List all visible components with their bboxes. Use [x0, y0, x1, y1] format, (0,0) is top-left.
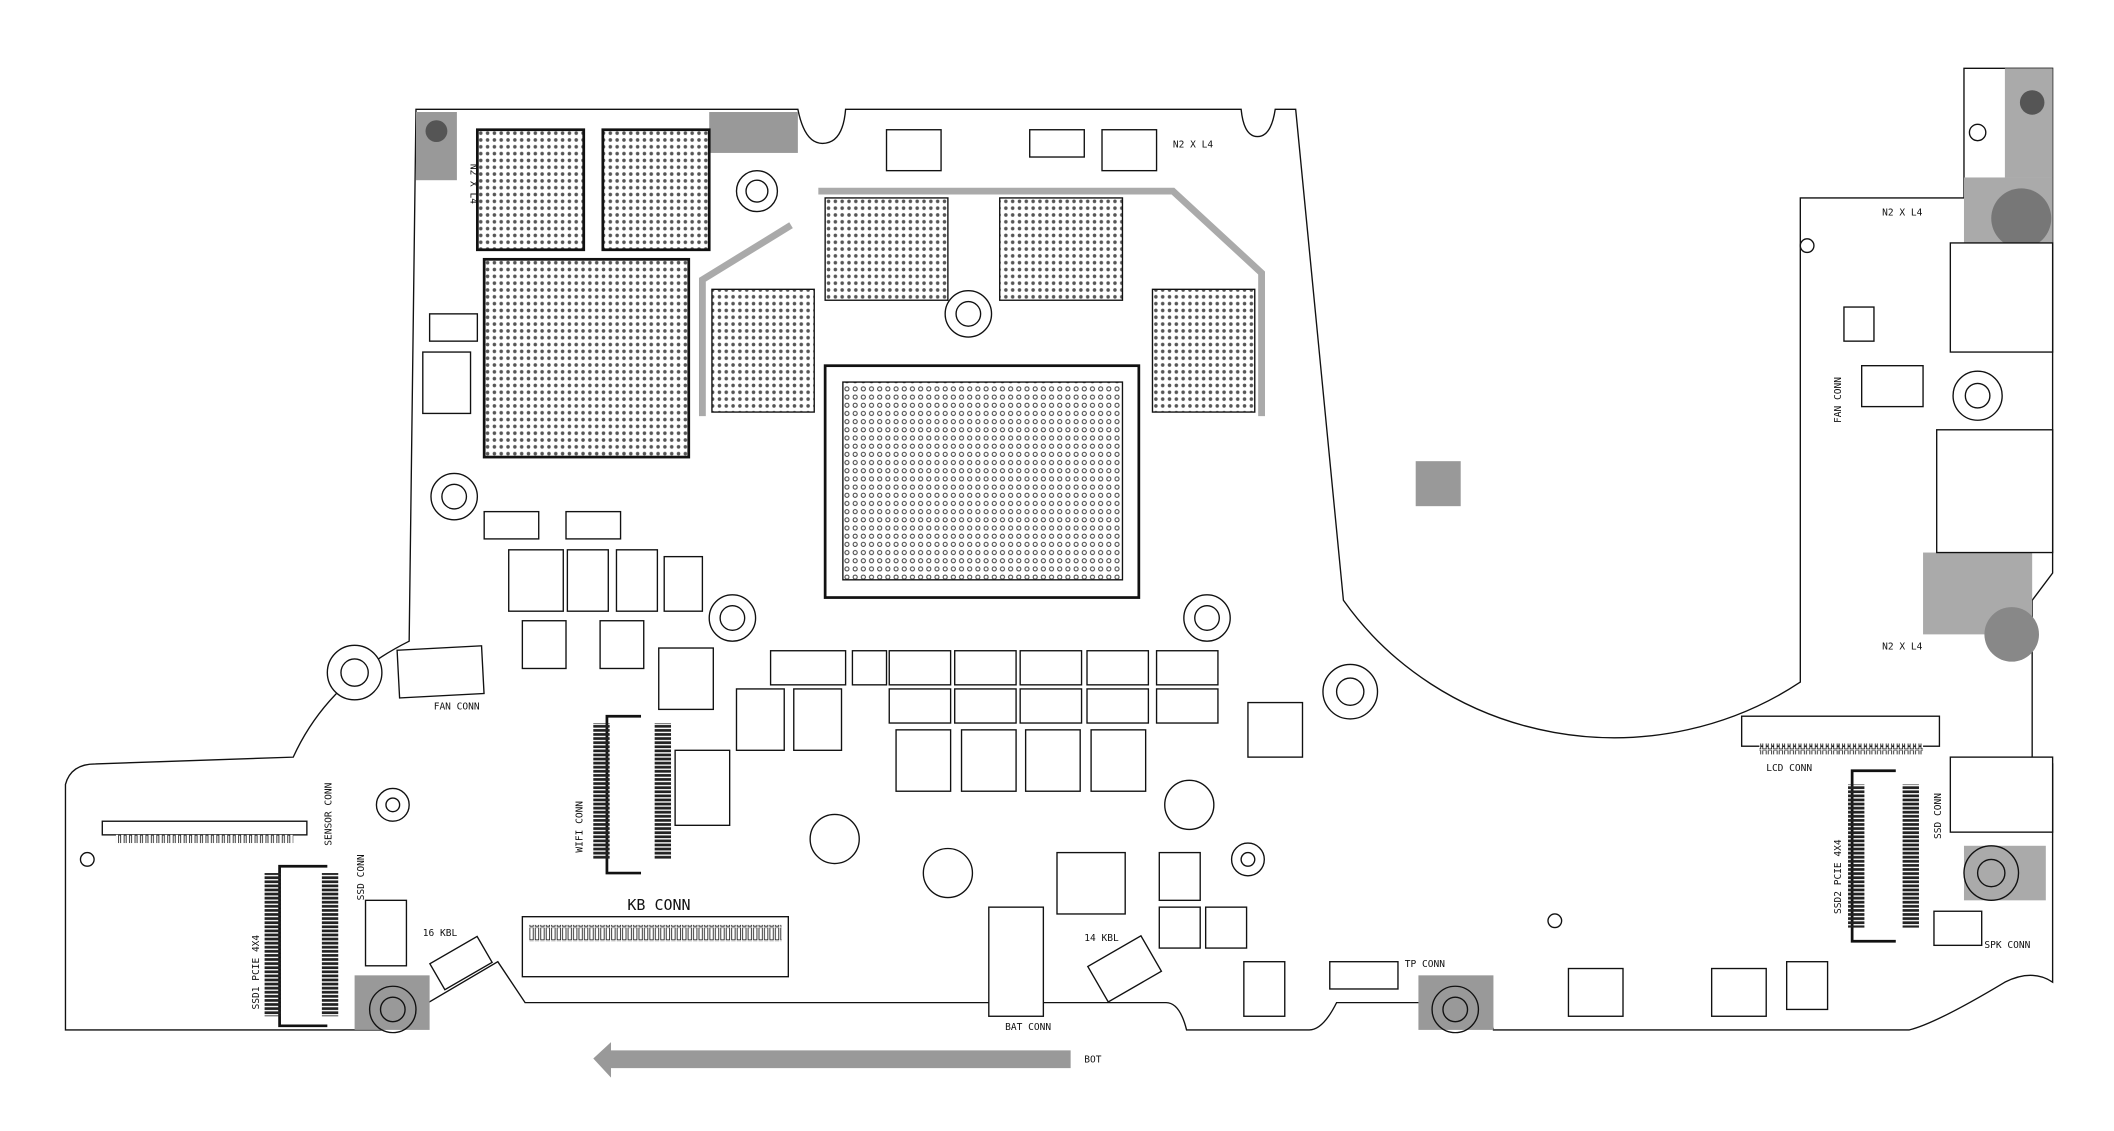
screw-hole: [425, 120, 448, 143]
kb-conn-label: KB CONN: [627, 896, 690, 914]
label-n2-top-left: N2 X L4: [468, 164, 479, 204]
screw-hole: [2019, 90, 2045, 115]
memory-chip: [1151, 288, 1256, 413]
mount-pad: [2004, 68, 2053, 178]
memory-chip: [711, 288, 815, 413]
label-wifi-conn: WIFI CONN: [574, 801, 585, 853]
label-n2-right-mid: N2 X L4: [1882, 641, 1922, 652]
mount-holes: [79, 90, 2052, 1034]
lcd-conn-label: LCD CONN: [1766, 763, 1812, 774]
label-sensor-conn: SENSOR CONN: [323, 782, 334, 845]
fan-connectors: [396, 365, 1983, 947]
screw-hole: [944, 289, 993, 338]
label-bot: BOT: [1084, 1055, 1101, 1066]
ssd1-slot: [264, 864, 339, 1028]
board-outline-main: [64, 67, 2054, 1031]
silkscreen-labels: N2 X L4 N2 X L4 N2 X L4 N2 X L4 FAN CONN…: [251, 139, 2030, 1065]
tp-connector: [1329, 961, 1399, 990]
mount-pad: [354, 975, 430, 1030]
kbl-connector: [428, 935, 494, 991]
screw-hole: [1183, 594, 1231, 642]
label-ssd1: SSD1 PCIE 4X4: [251, 935, 262, 1010]
label-n2-right-top: N2 X L4: [1882, 208, 1922, 219]
screw-hole: [1984, 607, 2039, 662]
label-ssd2: SSD2 PCIE 4X4: [1833, 839, 1844, 914]
label-16-kbl: 16 KBL: [423, 928, 458, 939]
label-n2-top-center: N2 X L4: [1173, 139, 1213, 150]
memory-chip: [601, 128, 711, 252]
mount-pad: [1418, 975, 1494, 1030]
label-14-kbl: 14 KBL: [1084, 933, 1119, 944]
sensor-connector: [101, 820, 308, 844]
ssd2-slot: [1848, 769, 1919, 943]
cpu-chip: [842, 381, 1124, 581]
screw-hole: [1963, 845, 2020, 902]
screw-hole: [708, 594, 757, 642]
mount-pad: [709, 112, 798, 153]
gpu-chip: [482, 257, 691, 459]
memory-keepout: [698, 187, 1265, 417]
usb-ports: [1936, 242, 2054, 833]
label-fan-conn-right: FAN CONN: [1833, 377, 1844, 423]
label-spk-conn: SPK CONN: [1984, 940, 2030, 951]
label-bat-conn: BAT CONN: [1005, 1022, 1051, 1033]
screw-hole: [1431, 985, 1480, 1034]
lcd-connector: LCD CONN: [1740, 715, 1941, 774]
screw-hole: [1991, 188, 2052, 249]
screw-hole: [375, 787, 410, 822]
screw-hole: [326, 644, 383, 701]
label-ssd-conn-right: SSD CONN: [1933, 793, 1944, 839]
memory-chip: [475, 128, 586, 252]
kb-connector: KB CONN: [521, 896, 789, 978]
screw-hole: [1322, 663, 1379, 720]
mount-pad: [1415, 461, 1461, 507]
memory-chip: [999, 197, 1124, 301]
bat-connector: [1086, 934, 1163, 1003]
label-ssd-conn-left: SSD CONN: [356, 854, 367, 900]
wifi-slot: [593, 714, 672, 875]
label-fan-conn-left: FAN CONN: [434, 701, 480, 712]
screw-hole: [735, 169, 779, 213]
power-components: [364, 129, 1875, 1017]
screw-hole: [1230, 842, 1265, 877]
screw-hole: [430, 472, 479, 521]
screw-hole: [1952, 370, 2003, 421]
memory-chip: [824, 197, 949, 301]
label-tp-conn: TP CONN: [1405, 959, 1445, 970]
bot-direction-arrow: [593, 1042, 1071, 1078]
screw-hole: [368, 985, 417, 1034]
